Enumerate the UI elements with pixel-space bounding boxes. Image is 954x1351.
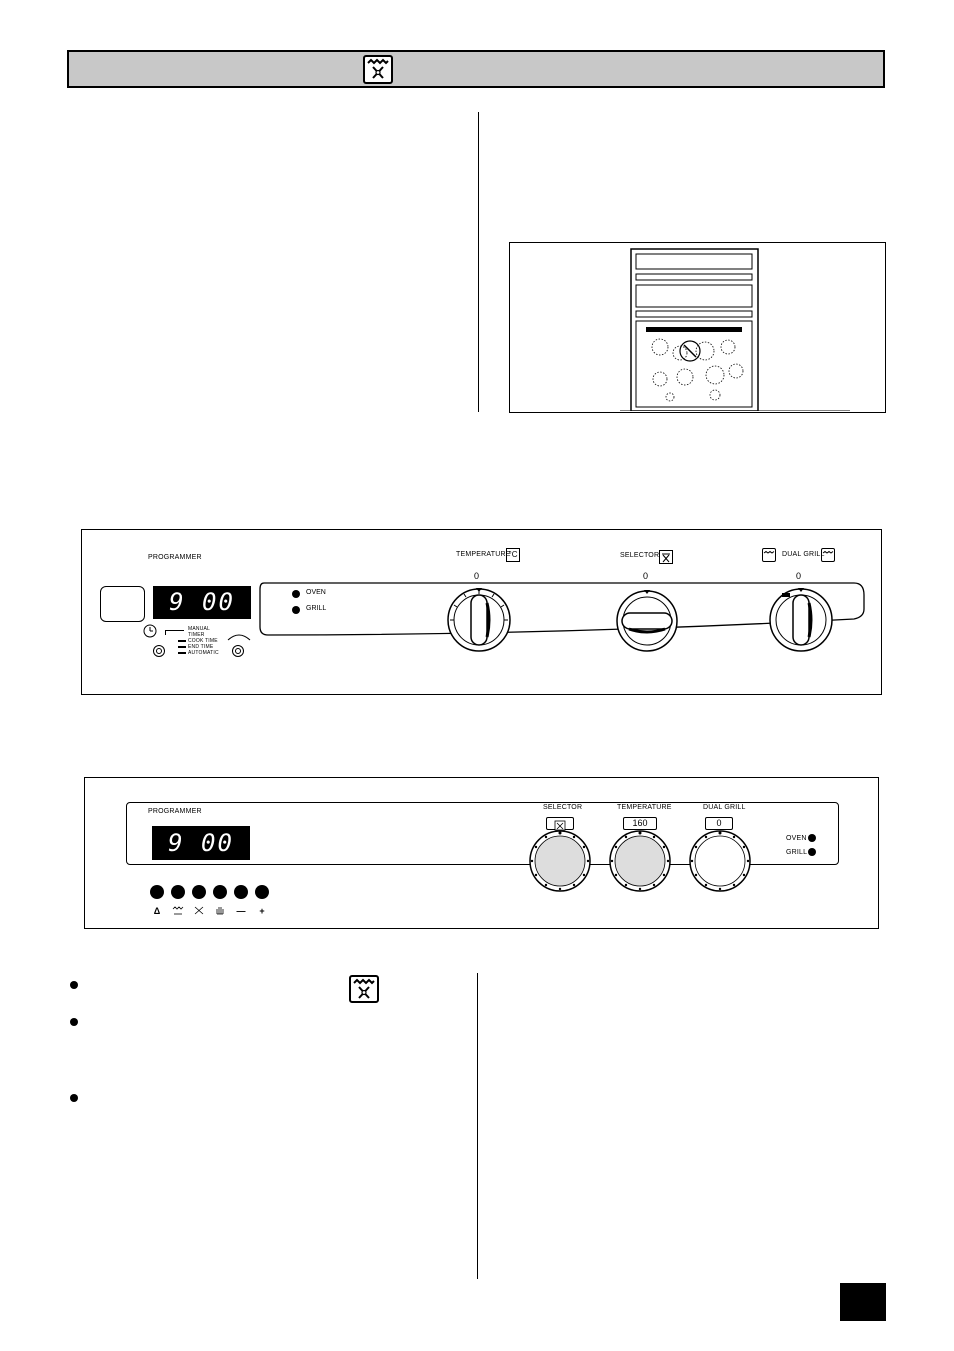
programmer-right-button[interactable] [232,645,244,657]
programmer-button-symbols: Δ — + [150,906,269,917]
cook-time-icon [171,906,185,917]
grill-indicator-light [292,606,300,614]
time-display-2: 9 00 [152,826,250,860]
mode-automatic: AUTOMATIC [188,650,219,656]
top-oven-icon [762,548,776,562]
adjust-arc-icon [226,628,252,646]
mode-cook-time: COOK TIME [188,638,218,644]
end-time-button[interactable] [192,885,206,899]
oven-indicator-light [292,590,300,598]
dual-grill-window-2: 0 [705,817,733,830]
dual-grill-label-2: DUAL GRILL [703,804,746,811]
selector-knob[interactable] [615,589,679,658]
dual-grill-icon [821,548,835,562]
dual-grill-value: 0 [716,818,722,828]
mode-manual: MANUAL [188,626,211,632]
temperature-window-2: 160 [623,817,657,830]
oven-indicator-label: OVEN [306,589,326,596]
selector-fan-icon [659,550,673,564]
alarm-button[interactable] [150,885,164,899]
grill-indicator-light-2 [808,848,816,856]
clock-icon [143,624,159,643]
header-bar [67,50,885,88]
alarm-bell-icon: Δ [153,906,161,916]
manual-hand-icon [213,906,227,917]
fan-oven-bullet-icon [349,975,379,1003]
celsius-icon-box: °C [506,548,520,562]
celsius-unit: °C [508,550,518,559]
double-oven-illustration [620,248,850,412]
programmer-label-2: PROGRAMMER [148,808,202,815]
programmer-blank-button[interactable] [100,586,145,622]
programmer-button-row [150,885,269,899]
minus-button[interactable] [234,885,248,899]
mode-end-time: END TIME [188,644,214,650]
temperature-knob[interactable] [446,587,512,658]
page-number-box [840,1283,886,1321]
cook-time-button[interactable] [171,885,185,899]
dual-grill-knob-2[interactable] [689,830,751,897]
control-fascia-2 [126,802,839,865]
fan-oven-icon [363,55,393,84]
temperature-value: 160 [632,818,648,828]
selector-knob-zero: 0 [643,571,649,581]
oven-indicator-light-2 [808,834,816,842]
time-display: 9 00 [153,586,251,619]
selector-label: SELECTOR [620,552,660,559]
temperature-knob-zero: 0 [474,571,480,581]
control-fascia [258,579,866,642]
column-divider-top [478,112,479,412]
bullet-2 [70,1018,78,1026]
programmer-left-button[interactable] [153,645,165,657]
selector-label-2: SELECTOR [543,804,583,811]
plus-icon: + [259,906,265,916]
oven-indicator-label-2: OVEN [786,835,807,842]
temperature-knob-2[interactable] [609,830,671,897]
column-divider-bottom [477,973,478,1279]
oven-illustration-frame [509,242,886,413]
grill-indicator-label: GRILL [306,605,327,612]
mode-timer: TIMER [188,632,205,638]
grill-indicator-label-2: GRILL [786,849,808,856]
selector-knob-2[interactable] [529,830,591,897]
dual-grill-label: DUAL GRILL [782,551,825,558]
end-time-icon [192,906,206,917]
bullet-1 [70,981,78,989]
selector-window-2 [546,817,574,831]
temperature-label: TEMPERATURE [456,551,511,558]
dual-grill-knob-zero: 0 [796,571,802,581]
bullet-3 [70,1094,78,1102]
programmer-label: PROGRAMMER [148,554,202,561]
mode-bracket [165,630,184,635]
temperature-label-2: TEMPERATURE [617,804,672,811]
plus-button[interactable] [255,885,269,899]
dual-grill-knob[interactable] [768,587,834,658]
minus-icon: — [236,906,246,916]
manual-button[interactable] [213,885,227,899]
mode-list: MANUAL TIMER COOK TIME END TIME AUTOMATI… [178,626,219,656]
